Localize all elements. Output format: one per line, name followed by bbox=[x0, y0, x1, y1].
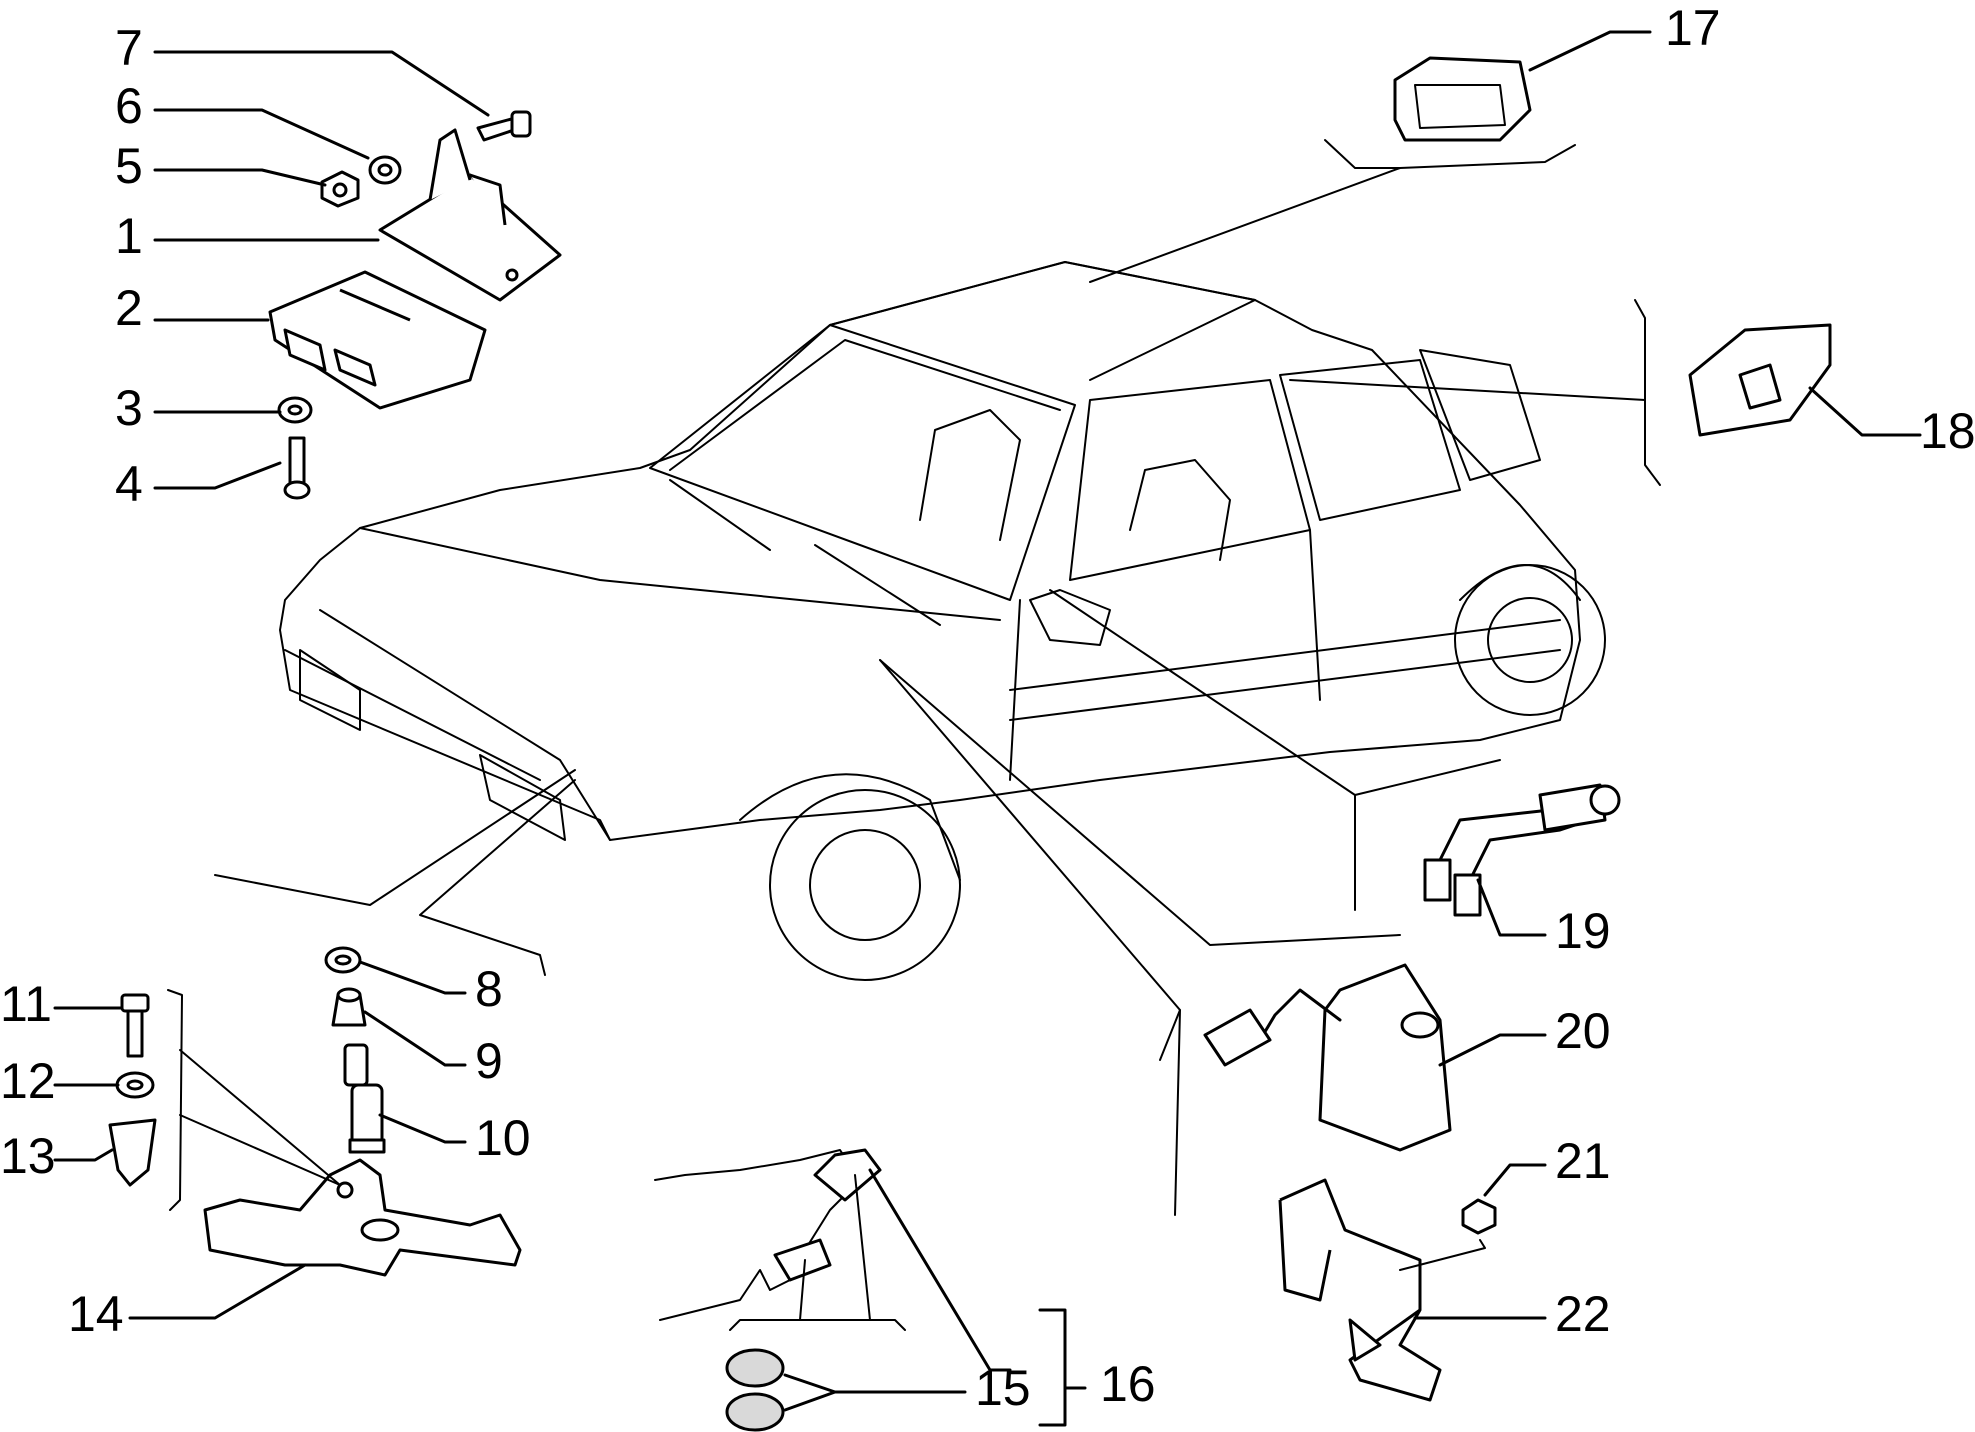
callout-20: 20 bbox=[1555, 1003, 1611, 1059]
part-3-washer bbox=[277, 396, 313, 424]
callout-14: 14 bbox=[68, 1286, 124, 1342]
callout-10: 10 bbox=[475, 1110, 531, 1166]
part-14-hood-bracket bbox=[203, 1158, 522, 1277]
callout-16: 16 bbox=[1100, 1356, 1156, 1412]
part-17-interior-lamp bbox=[1393, 56, 1532, 142]
part-7-bolt bbox=[476, 110, 532, 142]
callout-3: 3 bbox=[115, 380, 143, 436]
part-6-washer bbox=[368, 155, 402, 185]
callout-21: 21 bbox=[1555, 1133, 1611, 1189]
callout-5: 5 bbox=[115, 138, 143, 194]
callout-12: 12 bbox=[0, 1053, 56, 1109]
callout-6: 6 bbox=[115, 78, 143, 134]
callout-17: 17 bbox=[1665, 0, 1721, 56]
part-20-sensor-unit bbox=[1203, 963, 1452, 1152]
part-5-nut bbox=[320, 170, 360, 208]
hand-remote-icon bbox=[654, 1148, 882, 1321]
callout-2: 2 bbox=[115, 280, 143, 336]
part-13-clip bbox=[108, 1118, 157, 1187]
part-10-plunger-switch bbox=[343, 1043, 386, 1154]
part-19-wiring-connector bbox=[1423, 783, 1621, 917]
part-1-bracket bbox=[378, 128, 562, 302]
part-11-bolt bbox=[120, 993, 150, 1058]
callout-4: 4 bbox=[115, 456, 143, 512]
part-12-washer bbox=[115, 1071, 155, 1099]
callout-15: 15 bbox=[975, 1360, 1031, 1416]
callout-8: 8 bbox=[475, 961, 503, 1017]
part-15-batteries bbox=[725, 1348, 785, 1432]
callout-22: 22 bbox=[1555, 1286, 1611, 1342]
part-21-nut bbox=[1461, 1198, 1497, 1235]
callout-9: 9 bbox=[475, 1033, 503, 1089]
callout-19: 19 bbox=[1555, 903, 1611, 959]
callout-7: 7 bbox=[115, 20, 143, 76]
part-22-mount-bracket bbox=[1278, 1178, 1442, 1402]
leader-lines bbox=[53, 30, 1922, 1427]
callout-1: 1 bbox=[115, 208, 143, 264]
callout-13: 13 bbox=[0, 1128, 56, 1184]
part-18-door-switch bbox=[1688, 323, 1832, 437]
part-4-screw bbox=[283, 436, 311, 500]
car-outline-icon bbox=[279, 261, 1606, 981]
callout-18: 18 bbox=[1920, 403, 1975, 459]
callout-11: 11 bbox=[0, 976, 52, 1032]
part-2-control-unit bbox=[268, 270, 487, 410]
part-8-washer bbox=[324, 946, 362, 974]
part-9-cap bbox=[331, 987, 367, 1027]
